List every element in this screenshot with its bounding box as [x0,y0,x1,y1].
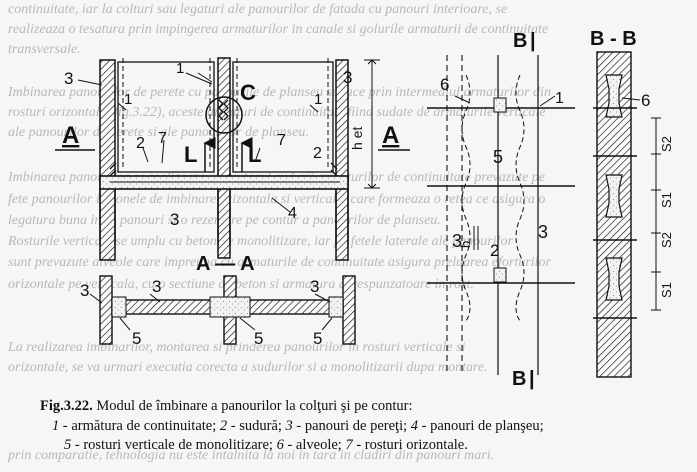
label-S1: S1 [659,192,674,208]
label-5: 5 [132,329,141,348]
legend-number: 5 [64,437,72,453]
section-bb-labels: B - B 6 S2 S1 S2 S1 [590,28,674,298]
label-L: L [248,142,261,167]
technical-drawing: 3 1 2 7 1 1 2 7 3 4 3 C L L A A h et A —… [55,28,674,390]
label-b: b [458,241,473,248]
bleed-line: transversale. [8,42,81,57]
bleed-line: realizeaza o tesatura prin impingerea ar… [8,22,549,37]
label-3: 3 [170,210,179,229]
label-7: 7 [158,130,167,147]
legend-number: 1 [52,417,60,434]
section-aa-labels: A — A 3 3 3 5 5 5 [80,253,322,348]
label-3: 3 [343,68,352,87]
section-aa-title: A — A [196,253,255,275]
label-1: 1 [314,91,322,108]
label-2: 2 [313,145,322,162]
label-5: 5 [493,147,503,167]
legend-text: - armătura de continuitate; [62,417,217,434]
label-1: 1 [124,91,132,108]
bleed-line: Imbinarea panourilor de perete cu panour… [8,85,551,100]
svg-text:|: | [529,368,535,390]
legend-text: - panouri de planşeu; [421,417,544,434]
label-2: 2 [490,241,499,260]
label-S2: S2 [659,232,674,248]
legend-number: 3 [285,417,293,434]
figure-title: Modul de îmbinare a panourilor la colţur… [96,398,413,414]
bleed-line: orizontale pe verticala, cu o sectiune d… [8,277,474,292]
label-1: 1 [555,90,564,107]
figure-caption: Fig.3.22. Modul de îmbinare a panourilor… [40,397,692,456]
bleed-line: orizontale, se va urmari executia corect… [8,360,488,375]
section-mark-B: B [512,368,526,390]
section-aa [89,275,356,345]
legend-text: - panouri de pereţi; [296,417,408,434]
bleed-line: continuitate, iar la colturi sau legatur… [8,2,508,17]
bleed-line: sunt prevazute alveole care impreuna cu … [8,255,551,270]
label-5: 5 [254,329,263,348]
label-L: L [184,142,197,167]
label-3: 3 [80,281,89,300]
svg-text:|: | [530,30,536,52]
left-elevation-labels: 3 1 2 7 1 1 2 7 3 4 3 C L L A A h et [62,60,399,229]
dimension-het: h et [349,127,365,150]
caption-legend-line: 5 - rosturi verticale de monolitizare; 6… [40,436,692,456]
left-elevation [55,57,410,261]
legend-number: 4 [410,417,418,434]
section-mark-A: A [382,122,399,149]
legend-number: 6 [276,437,284,453]
label-C: C [240,80,256,105]
caption-title-line: Fig.3.22. Modul de îmbinare a panourilor… [40,397,692,417]
label-3: 3 [64,69,73,88]
legend-text: - rosturi verticale de monolitizare; [74,437,273,453]
label-6: 6 [641,91,650,110]
wall-elevation-b [427,55,575,375]
legend-number: 7 [345,437,353,453]
section-bb [593,51,661,378]
figure-number: Fig.3.22. [40,398,93,414]
label-6: 6 [440,75,449,94]
label-2: 2 [136,135,145,152]
label-S1: S1 [659,282,674,298]
wall-elevation-b-labels: B | B | 6 1 5 3 3 2 b [440,30,564,390]
label-4: 4 [288,205,297,222]
label-3: 3 [538,222,548,242]
label-3: 3 [310,277,319,296]
section-mark-A: A [62,122,79,149]
label-3: 3 [152,277,161,296]
label-S2: S2 [659,136,674,152]
bleed-line: rosturi orizontale (fig.3.22), aceste ar… [8,105,546,120]
legend-number: 2 [219,417,228,434]
legend-text: - alveole; [287,437,342,453]
bleed-line: Rosturile verticale se umplu cu beton de… [8,234,513,249]
label-7: 7 [277,132,286,149]
legend-text: - rosturi orizontale. [356,437,468,453]
caption-legend-line: 1 - armătura de continuitate; 2 - sudură… [40,417,692,437]
bleed-line: prin comparatie, tehnologia nu este inta… [8,448,495,463]
section-mark-B: B [513,30,527,52]
legend-text: - sudură; [230,417,282,434]
label-3: 3 [452,231,462,251]
bleed-line: fete panourilor in zonele de imbinare or… [8,192,546,207]
label-1: 1 [176,60,184,77]
label-5: 5 [313,329,322,348]
section-bb-title: B - B [590,28,637,50]
